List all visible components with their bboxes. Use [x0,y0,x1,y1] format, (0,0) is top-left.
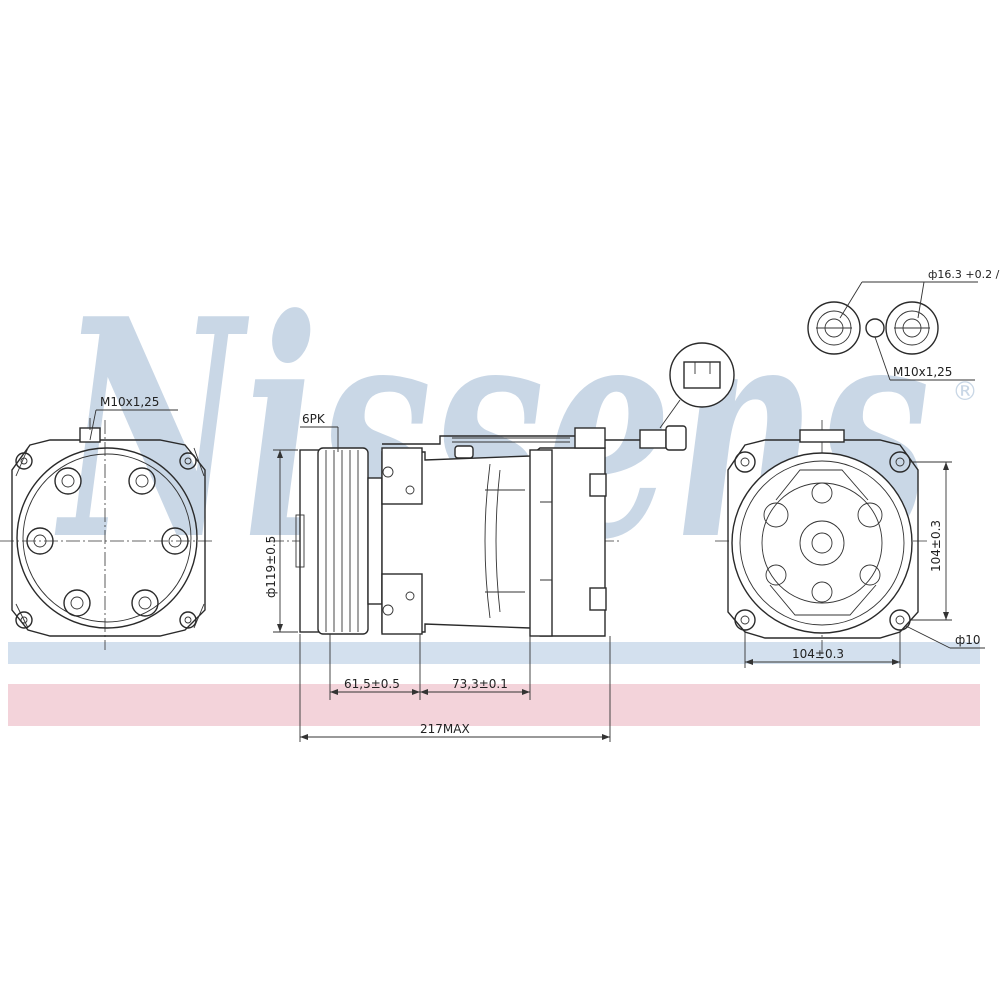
rear-view: M10x1,25 [0,395,215,650]
watermark-registered-mark: ® [952,377,978,407]
watermark-pink-band [8,684,980,726]
horizontal-pitch-label: 104±0.3 [792,647,844,661]
dim-mid-label: 73,3±0.1 [452,677,508,691]
pulley-type-label: 6PK [302,412,326,426]
side-view: 6PK ф119±0.5 61,5±0.5 73,3±0.1 217MAX [264,342,735,742]
vertical-pitch-label: 104±0.3 [929,520,943,572]
port-diameter-label: ф16.3 +0.2 / 0 [928,268,1000,281]
right-thread-label: M10x1,25 [893,365,952,379]
front-view: 104±0.3 ф10 104±0.3 [715,420,985,668]
left-thread-label: M10x1,25 [100,395,159,409]
watermark-blue-band [8,642,980,664]
dim-front-label: 61,5±0.5 [344,677,400,691]
overall-length-label: 217MAX [420,722,470,736]
hole-diameter-label: ф10 [955,633,981,647]
port-detail: ф16.3 +0.2 / 0 M10x1,25 [807,268,1000,381]
pulley-diameter-label: ф119±0.5 [264,536,278,598]
